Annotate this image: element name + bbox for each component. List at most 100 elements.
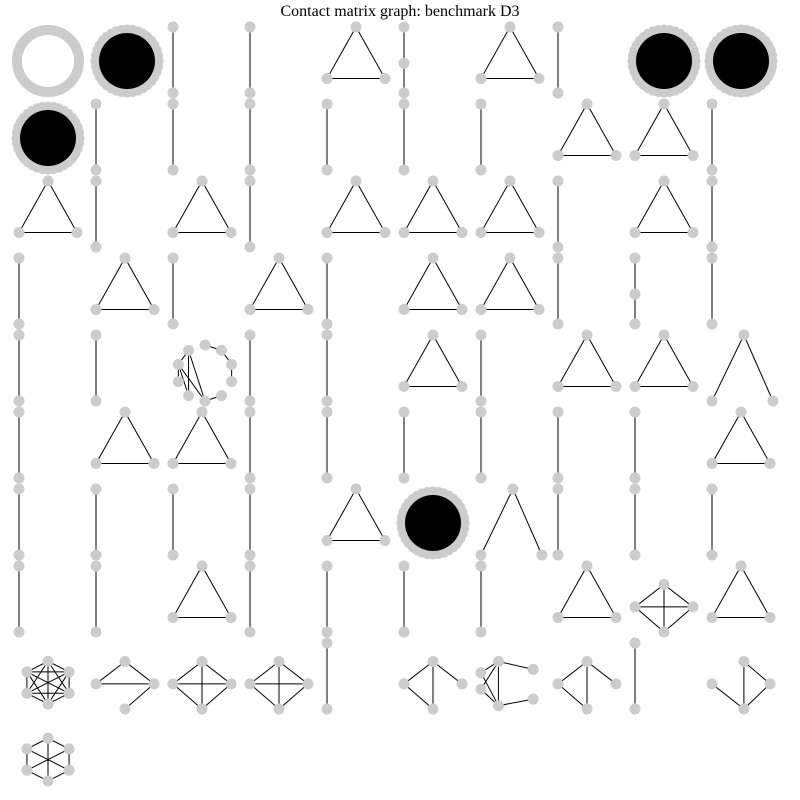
graph-node-47-1 [552,380,564,392]
graph-node-43-0 [244,329,256,341]
graph-node-29-0 [706,175,718,187]
graph-edge-49-1 [743,334,774,402]
graph-node-84-1 [321,703,333,715]
graph-line-3-4 [321,252,333,330]
graph-line-7-3 [244,560,256,638]
graph-node-58-1 [629,472,641,484]
graph-node-56-0 [475,406,487,418]
graph-node-33-2 [302,303,314,315]
graph-tri-3-5 [398,252,468,315]
graph-tri-5-2 [167,406,237,469]
graph-node-66-0 [507,483,519,495]
graph-edge-4-0 [326,26,357,79]
graph-edge-52-0 [172,411,203,464]
graph-line-2-3 [244,175,256,253]
graph-node-83-2 [302,678,314,690]
graph-line3-0-5 [398,21,410,99]
graph-node-63-0 [244,483,256,495]
graph-node-59-1 [706,457,718,469]
graph-node-76-0 [475,560,487,572]
graph-diamond-8-3 [244,655,314,715]
graph-node-69-0 [706,483,718,495]
graph-edge-47-0 [557,334,588,387]
graph-bip-8-6 [475,655,539,712]
graph-edge-47-2 [586,334,617,387]
graph-line-4-4 [321,329,333,407]
graph-node-45-0 [427,329,439,341]
graph-node-42-2 [226,358,238,370]
graph-node-71-1 [90,626,102,638]
graph-node-88-0 [629,637,641,649]
graph-node-80-5 [21,666,33,678]
graph-node-79-0 [735,560,747,572]
graph-edge-28-2 [663,180,694,233]
graph-node-14-1 [321,164,333,176]
graph-diamond-8-2 [167,655,237,715]
graph-node-72-1 [167,611,179,623]
graph-tri-7-9 [706,560,776,623]
graph-node-20-2 [71,226,83,238]
graph-node-82-0 [196,655,208,667]
page-title: Contact matrix graph: benchmark D3 [280,3,520,20]
graph-node-18-0 [658,98,670,110]
graph-edge-86-0 [480,672,499,706]
graph-line-4-1 [90,329,102,407]
graph-tri-1-8 [629,98,699,161]
graph-edge-36-2 [509,257,540,310]
graph-node-22-1 [167,226,179,238]
graph-node-77-2 [610,611,622,623]
graph-edge-81-0 [95,661,126,685]
graph-node-31-0 [119,252,131,264]
graph-node-66-1 [475,549,487,561]
graph-edge-87-3 [557,683,588,710]
graph-node-39-1 [706,318,718,330]
graph-node-6-2 [533,72,545,84]
graph-node-86-1 [475,683,487,695]
graph-node-68-1 [629,549,641,561]
graph-node-49-2 [767,395,779,407]
graph-node-52-1 [167,457,179,469]
graph-node-7-0 [552,21,564,33]
graph-node-52-2 [225,457,237,469]
graph-node-51-2 [148,457,160,469]
graph-node-4-0 [350,21,362,33]
graph-node-90-2 [63,764,75,776]
graph-edge-18-0 [634,103,665,156]
graph-line-6-0 [13,483,25,561]
graph-edge-26-2 [509,180,540,233]
graph-edge-87-0 [557,661,588,685]
graph-node-52-0 [196,406,208,418]
graph-node-77-1 [552,611,564,623]
graph-node-78-2 [687,601,699,613]
graph-node-12-1 [167,164,179,176]
graph-edge-42-7 [177,364,206,402]
graph-node-64-0 [350,483,362,495]
graph-node-45-1 [398,380,410,392]
graph-node-5-1 [398,57,410,69]
graph-node-88-1 [629,703,641,715]
graph-node-17-0 [581,98,593,110]
graph-node-44-0 [321,329,333,341]
graph-node-42-8 [172,358,184,370]
graph-tri-2-0 [13,175,83,238]
graph-edge-24-2 [355,180,386,233]
graph-node-49-0 [738,329,750,341]
graph-line-2-9 [706,175,718,253]
graph-node-55-0 [398,406,410,418]
graph-node-86-0 [475,667,487,679]
graph-node-13-1 [244,164,256,176]
graph-node-47-2 [610,380,622,392]
graph-node-41-0 [90,329,102,341]
graph-edge-22-0 [172,180,203,233]
graph-node-69-1 [706,549,718,561]
graph-node-63-1 [244,549,256,561]
graph-node-43-1 [244,395,256,407]
graph-node-34-0 [321,252,333,264]
graph-node-84-0 [321,637,333,649]
graph-node-85-3 [427,703,439,715]
graph-node-22-2 [225,226,237,238]
graph-node-90-0 [42,732,54,744]
graph-node-25-1 [398,226,410,238]
graph-node-75-0 [398,560,410,572]
graph-line-1-6 [475,98,487,176]
